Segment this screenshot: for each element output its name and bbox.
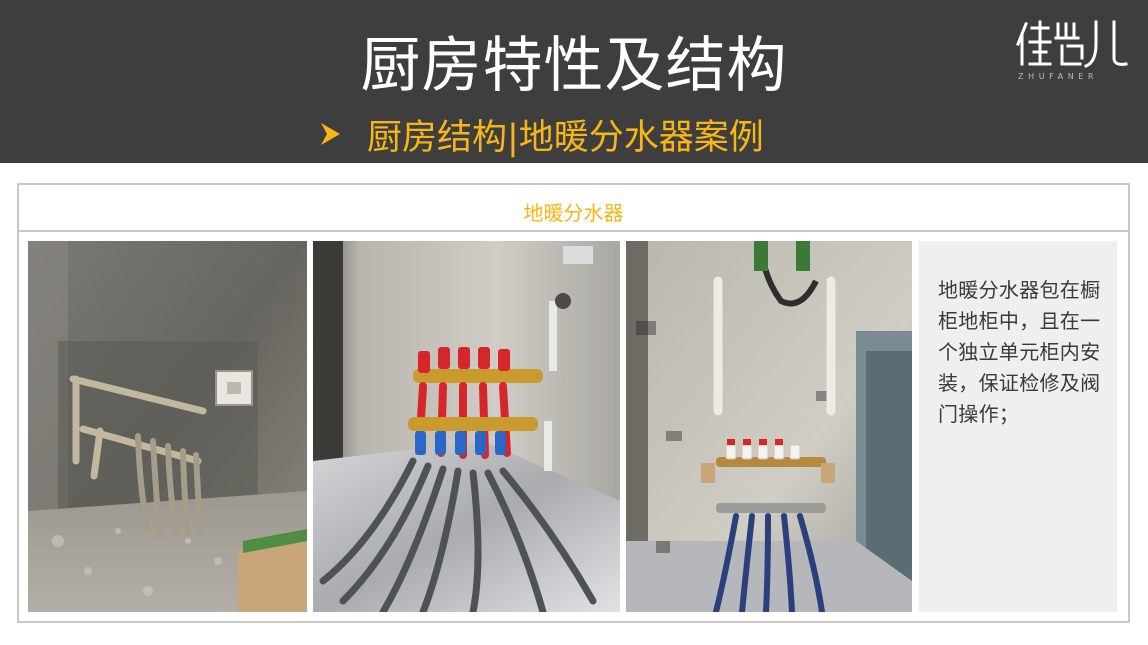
panel-heading: 地暖分水器 xyxy=(19,185,1128,232)
brand-logo xyxy=(1016,20,1128,68)
logo-subtext: ZHUFANER xyxy=(1018,72,1099,81)
manifold-white-valves-photo xyxy=(626,241,912,612)
installed-manifold-red-blue-photo xyxy=(313,241,620,612)
page-title: 厨房特性及结构 xyxy=(360,31,788,101)
rough-wall-manifold-photo xyxy=(28,241,307,612)
subtitle-row: 厨房结构|地暖分水器案例 xyxy=(318,110,764,158)
description-text: 地暖分水器包在橱柜地柜中，且在一个独立单元柜内安装，保证检修及阀门操作； xyxy=(938,278,1101,426)
header-band: 厨房特性及结构 厨房结构|地暖分水器案例 ZHUFANER xyxy=(0,0,1148,163)
description-box: 地暖分水器包在橱柜地柜中，且在一个独立单元柜内安装，保证检修及阀门操作； xyxy=(919,241,1117,612)
arrow-right-icon xyxy=(321,123,340,145)
page-subtitle: 厨房结构|地暖分水器案例 xyxy=(367,117,764,158)
